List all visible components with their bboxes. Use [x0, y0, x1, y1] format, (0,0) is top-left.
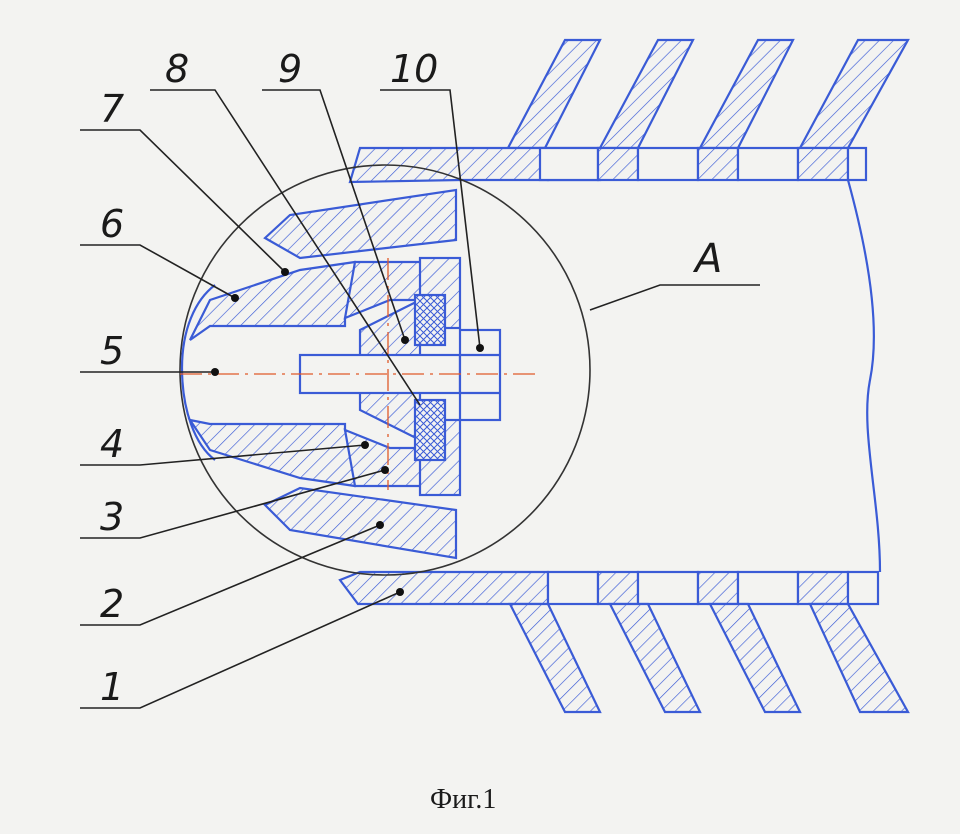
upper-fin-1	[506, 38, 602, 150]
upper-fins	[506, 38, 910, 150]
seal-upper	[413, 293, 447, 347]
detail-circle-a	[179, 164, 591, 576]
lower-fin-4	[808, 602, 910, 714]
label-part-4: 4	[100, 422, 124, 466]
lower-fin-2	[608, 602, 702, 714]
label-part-9: 9	[278, 47, 302, 91]
upper-fin-4	[798, 38, 910, 150]
label-part-8: 8	[165, 47, 189, 91]
lower-fin-3	[708, 602, 802, 714]
label-part-7: 7	[100, 87, 124, 131]
break-line	[846, 179, 882, 573]
lower-wall	[338, 570, 880, 606]
seal-lower	[413, 398, 447, 462]
leaders	[80, 89, 760, 709]
lower-fin-1	[508, 602, 602, 714]
upper-fin-2	[598, 38, 695, 150]
label-part-3: 3	[100, 495, 124, 539]
lower-fins	[508, 602, 910, 714]
label-part-5: 5	[100, 329, 124, 373]
figure-caption: Фиг.1	[430, 784, 496, 815]
detail-callout-label: A	[692, 236, 722, 282]
upper-fin-3	[698, 38, 795, 150]
label-part-10: 10	[390, 47, 438, 91]
label-part-1: 1	[100, 665, 124, 709]
label-part-2: 2	[100, 582, 124, 626]
upper-wall	[348, 146, 868, 184]
label-part-6: 6	[100, 202, 124, 246]
